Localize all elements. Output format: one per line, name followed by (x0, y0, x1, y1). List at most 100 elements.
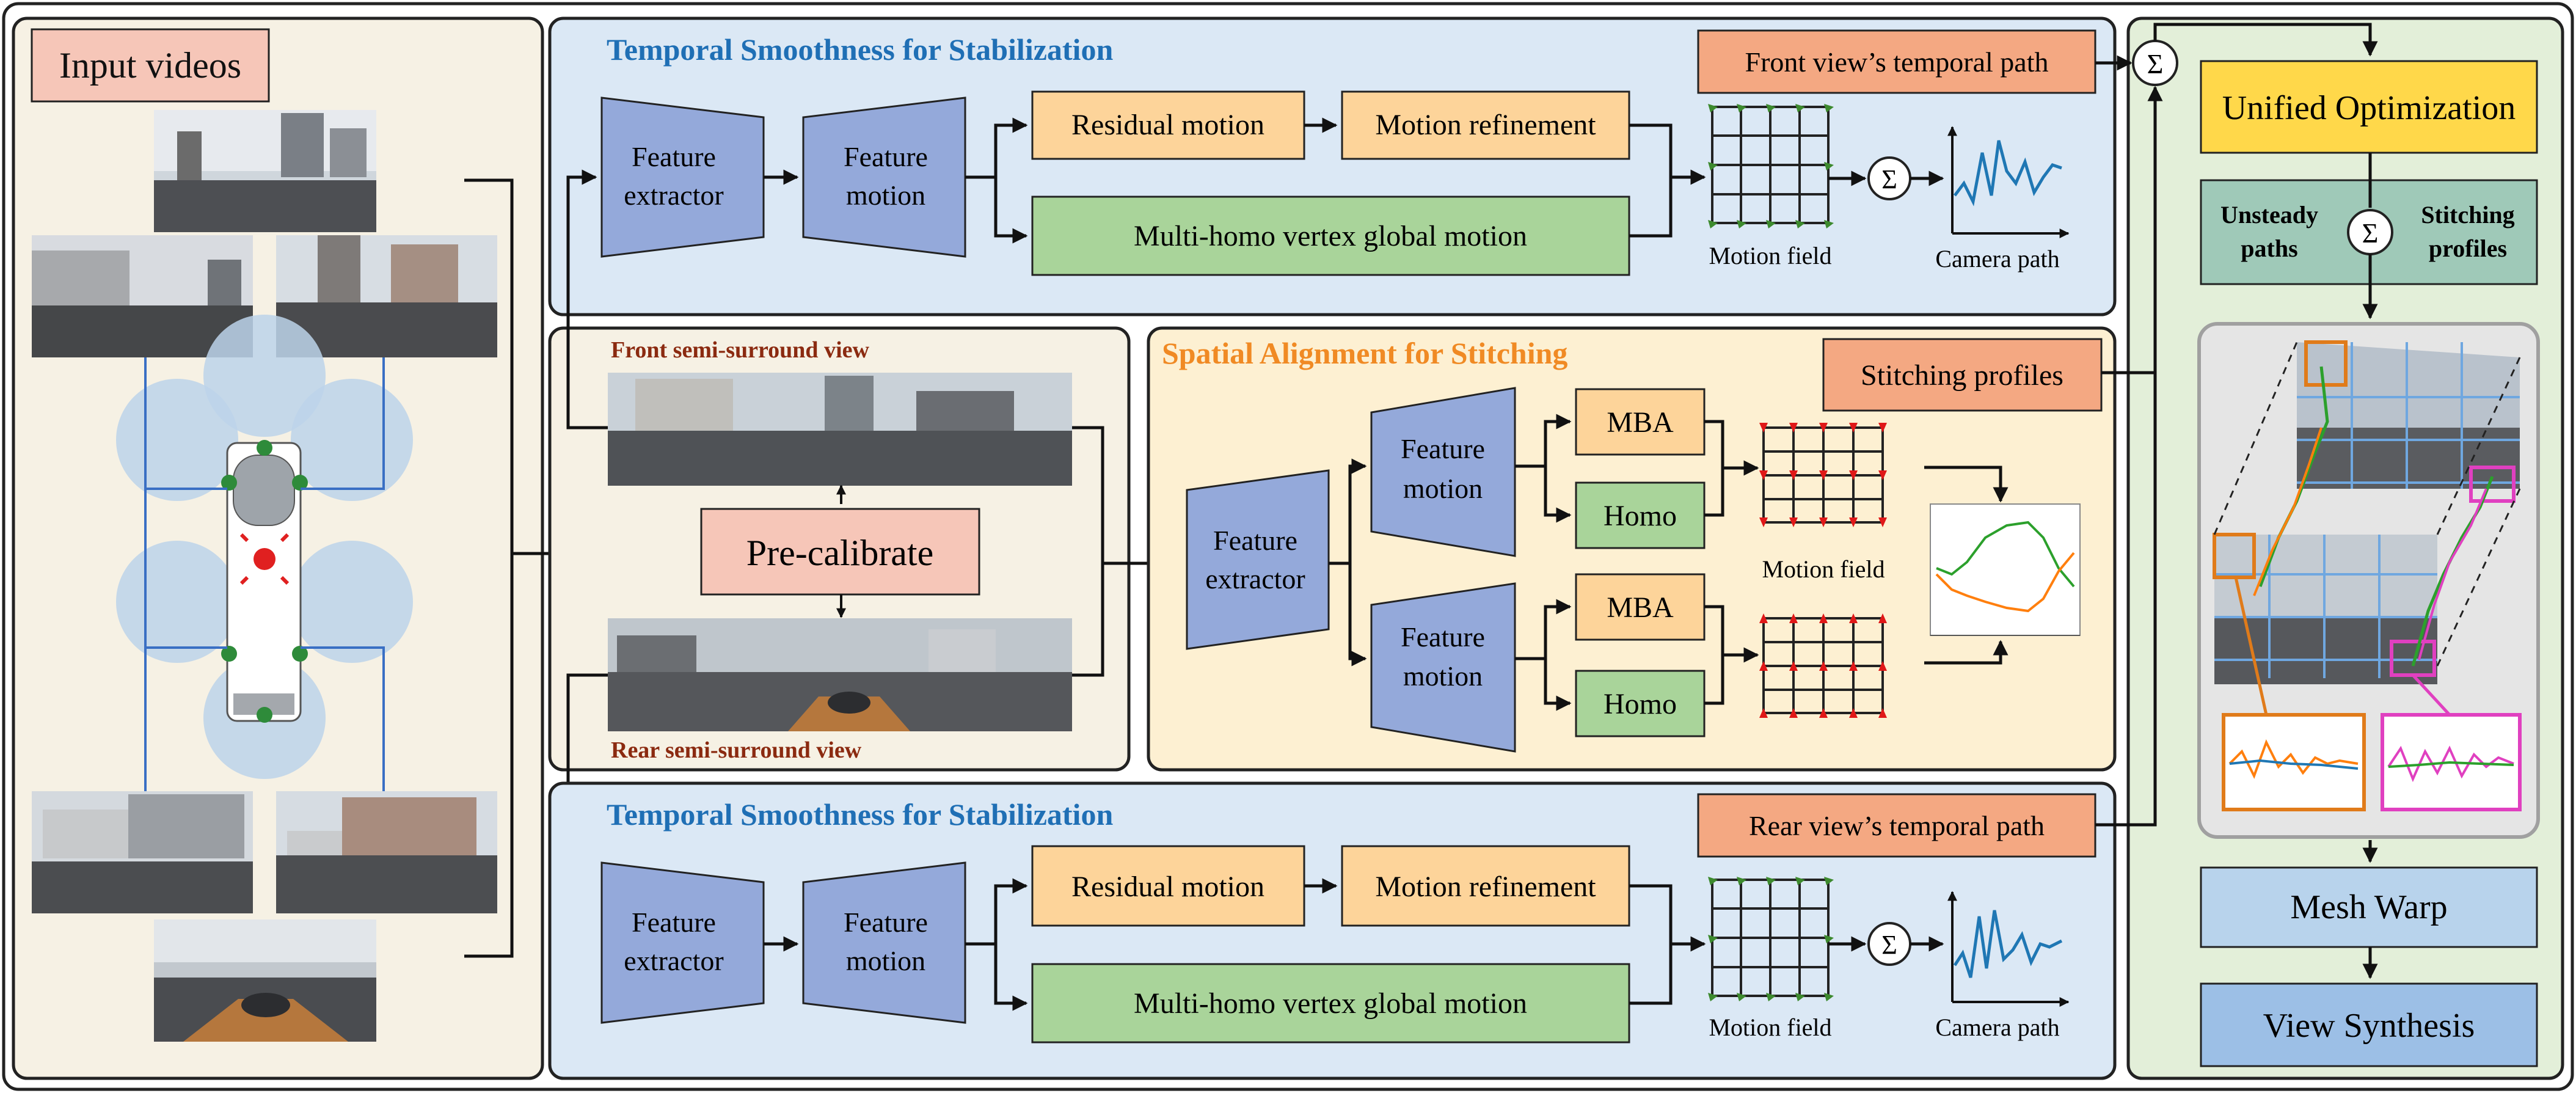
feature-extractor-top-line1: Feature (632, 141, 716, 172)
feature-motion-spatial-lower-line2: motion (1403, 660, 1483, 692)
feature-motion-spatial-lower-line1: Feature (1401, 621, 1485, 653)
temporal-panel-top: Temporal Smoothness for Stabilization Fe… (548, 16, 2117, 316)
homo-upper-label: Homo (1604, 500, 1677, 532)
optimization-connectors (2095, 23, 2378, 979)
mesh-warp-box (2200, 866, 2538, 948)
view-synthesis-label: View Synthesis (2263, 1007, 2475, 1045)
global-motion-top-label: Multi-homo vertex global motion (1134, 220, 1527, 252)
feature-motion-spatial-lower (1370, 582, 1516, 753)
calibration-panel: Front semi-surround view Pre-calibrate R… (548, 326, 1131, 772)
feature-motion-bottom (802, 861, 966, 1024)
residual-motion-bottom (1031, 845, 1305, 927)
feature-extractor-top (600, 97, 765, 258)
front-temporal-path-box (1697, 29, 2096, 94)
homo-box-lower (1575, 670, 1706, 737)
feature-extractor-bottom-line2: extractor (624, 945, 723, 976)
input-panel: Input videos (12, 16, 544, 1080)
mesh-warp-illustration (2197, 322, 2540, 839)
motion-field-arrows-bottom (1708, 877, 1834, 1001)
stitching-profiles-box (1822, 338, 2103, 412)
pre-calibrate-box (700, 508, 980, 596)
feature-motion-bottom-line1: Feature (844, 907, 928, 938)
view-synthesis-box (2200, 982, 2538, 1067)
global-motion-top (1031, 196, 1630, 276)
motion-field-spatial-label: Motion field (1762, 555, 1885, 583)
rear-right-camera-frame (276, 791, 497, 913)
feature-motion-top (802, 97, 966, 258)
unsteady-line2: paths (2241, 235, 2297, 262)
mba-upper-label: MBA (1607, 406, 1674, 439)
sum-node-opt-input-symbol: Σ (2147, 48, 2164, 79)
feature-extractor-bottom-line1: Feature (632, 907, 716, 938)
stitching-line1: Stitching (2421, 201, 2514, 228)
camera-path-plot-top (1947, 126, 2070, 238)
mesh-warp-label: Mesh Warp (2290, 888, 2447, 926)
front-left-camera-frame (32, 235, 253, 357)
spatial-panel: Spatial Alignment for Stitching Stitchin… (1147, 326, 2117, 772)
rear-left-camera-frame (32, 791, 253, 913)
front-temporal-path-label: Front view’s temporal path (1745, 46, 2049, 78)
residual-motion-bottom-label: Residual motion (1071, 871, 1264, 903)
unified-optimization-label: Unified Optimization (2222, 89, 2516, 127)
unified-optimization-box (2200, 60, 2538, 154)
camera-path-plot-bottom (1947, 891, 2070, 1007)
camera-path-bottom-label: Camera path (1935, 1014, 2059, 1041)
motion-field-bottom-label: Motion field (1709, 1014, 1831, 1041)
front-semi-surround-label: Front semi-surround view (611, 337, 869, 363)
stitching-profiles-label: Stitching profiles (1861, 359, 2063, 392)
temporal-bottom-title: Temporal Smoothness for Stabilization (607, 797, 1113, 832)
residual-motion-top-label: Residual motion (1071, 109, 1264, 141)
front-right-camera-frame (276, 235, 497, 357)
motion-field-arrows-spatial-upper (1759, 423, 1887, 527)
motion-refinement-bottom-label: Motion refinement (1375, 871, 1596, 903)
bottom-panel-connectors (764, 878, 1944, 1011)
rear-temporal-path-label: Rear view’s temporal path (1749, 810, 2045, 841)
sum-node-opt-mid-symbol: Σ (2362, 218, 2379, 249)
homo-box-upper (1575, 481, 1706, 549)
motion-field-arrows-top (1708, 104, 1834, 228)
feature-extractor-spatial-line1: Feature (1213, 525, 1297, 556)
mba-lower-label: MBA (1607, 591, 1674, 624)
feature-motion-top-line1: Feature (844, 141, 928, 172)
pre-calibrate-label: Pre-calibrate (746, 533, 933, 573)
mba-box-upper (1575, 388, 1706, 456)
feature-extractor-spatial-line2: extractor (1205, 563, 1305, 594)
feature-motion-spatial-upper-line1: Feature (1401, 433, 1485, 464)
camera-coverage-lines (144, 357, 385, 794)
feature-extractor-bottom (600, 861, 765, 1024)
rear-semi-surround-image (608, 618, 1072, 731)
temporal-top-title: Temporal Smoothness for Stabilization (607, 32, 1113, 67)
motion-field-arrows-spatial-lower (1759, 613, 1887, 718)
motion-field-top-label: Motion field (1709, 242, 1831, 269)
feature-motion-spatial-upper-line2: motion (1403, 473, 1483, 504)
stitching-line2: profiles (2429, 235, 2507, 262)
temporal-panel-bottom: Temporal Smoothness for Stabilization Fe… (548, 781, 2117, 1080)
stitching-profile-plot (1930, 503, 2081, 636)
spatial-connectors (1329, 414, 2009, 711)
front-semi-surround-image (608, 373, 1072, 486)
residual-motion-top (1031, 90, 1305, 160)
optimization-panel: Σ Unified Optimization Unsteady paths St… (2126, 16, 2564, 1080)
rear-camera-frame (154, 919, 376, 1042)
spatial-title: Spatial Alignment for Stitching (1162, 336, 1567, 370)
homo-lower-label: Homo (1604, 688, 1677, 720)
top-panel-connectors (764, 117, 1944, 244)
global-motion-bottom-label: Multi-homo vertex global motion (1134, 987, 1527, 1020)
input-videos-box (31, 28, 270, 103)
sum-node-bottom-symbol: Σ (1881, 930, 1897, 960)
feature-extractor-spatial (1186, 469, 1330, 650)
feature-motion-top-line2: motion (846, 180, 925, 211)
motion-refinement-top-label: Motion refinement (1375, 109, 1596, 141)
global-motion-bottom (1031, 963, 1630, 1044)
input-videos-label: Input videos (59, 45, 241, 86)
unsteady-line1: Unsteady (2220, 201, 2318, 228)
camera-path-top-label: Camera path (1935, 245, 2059, 272)
front-camera-frame (154, 110, 376, 232)
feature-motion-bottom-line2: motion (846, 945, 925, 976)
feature-motion-spatial-upper (1370, 387, 1516, 557)
rear-semi-surround-label: Rear semi-surround view (611, 737, 862, 763)
motion-refinement-bottom (1341, 845, 1630, 927)
sum-node-top-symbol: Σ (1881, 164, 1897, 194)
feature-extractor-top-line2: extractor (624, 180, 723, 211)
